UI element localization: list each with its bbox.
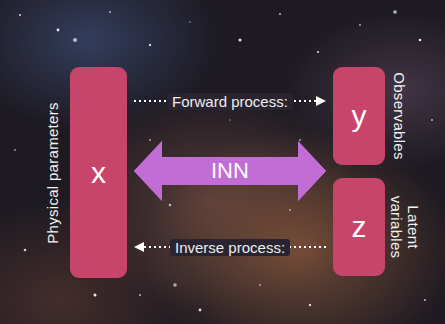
side-label: Observables — [390, 72, 407, 160]
inn-arrow — [134, 141, 326, 201]
inn-arrow — [134, 141, 326, 201]
inn-label: INN — [208, 158, 252, 184]
parameter-box: yObservables — [333, 67, 385, 165]
process-label: Forward process: — [167, 93, 293, 110]
side-label: Latent variables — [388, 187, 423, 267]
parameter-box: xPhysical parameters — [70, 67, 127, 278]
variable-symbol: x — [91, 158, 106, 188]
parameter-box: zLatent variables — [333, 178, 385, 276]
side-label: Physical parameters — [44, 102, 61, 244]
process-label: Inverse process: — [170, 239, 290, 256]
variable-symbol: z — [352, 212, 367, 242]
variable-symbol: y — [352, 101, 367, 131]
